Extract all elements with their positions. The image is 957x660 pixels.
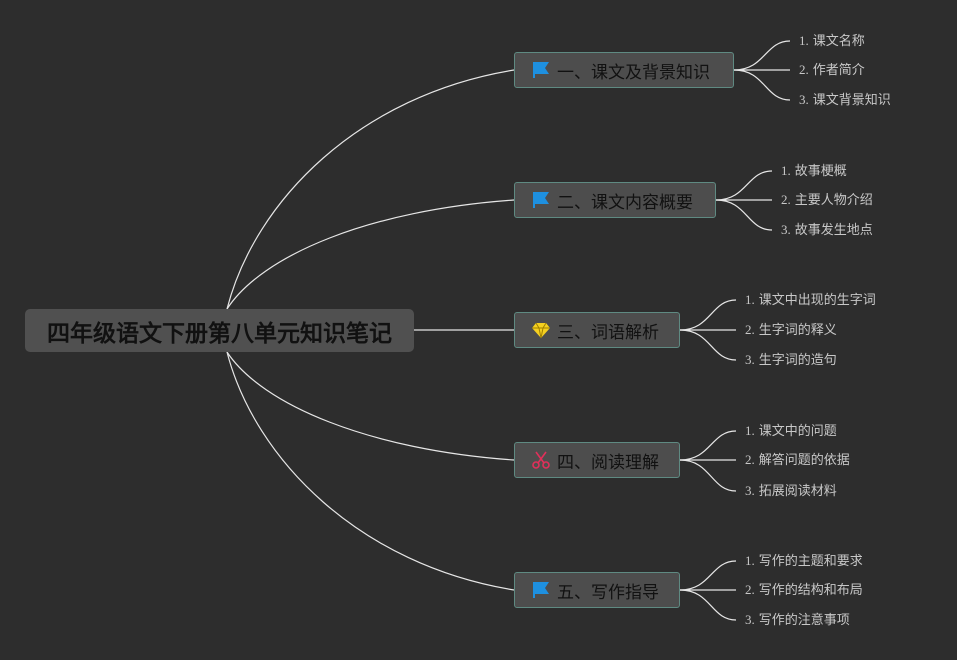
leaf-number: 1. — [781, 163, 791, 178]
leaf-label: 生字词的造句 — [758, 352, 837, 367]
leaf-item[interactable]: 3.拓展阅读材料 — [745, 483, 837, 499]
leaf-number: 2. — [799, 62, 809, 77]
branch-topic-4[interactable]: 四、阅读理解 — [514, 442, 680, 478]
leaf-item[interactable]: 1.课文中的问题 — [745, 423, 837, 439]
leaf-label: 主要人物介绍 — [794, 192, 873, 207]
connector-b1-leaf-1 — [733, 40, 791, 71]
leaf-number: 1. — [745, 423, 755, 438]
leaf-item[interactable]: 2.作者简介 — [799, 62, 865, 78]
connector-b2-leaf-1 — [715, 170, 773, 201]
branch-topic-5[interactable]: 五、写作指导 — [514, 572, 680, 608]
leaf-item[interactable]: 3.生字词的造句 — [745, 352, 837, 368]
leaf-label: 写作的主题和要求 — [758, 553, 863, 568]
leaf-number: 3. — [745, 352, 755, 367]
leaf-number: 1. — [745, 553, 755, 568]
connector-b5-leaf-1 — [679, 560, 737, 591]
connector-b4-leaf-3 — [679, 459, 737, 492]
leaf-item[interactable]: 2.解答问题的依据 — [745, 452, 850, 468]
leaf-item[interactable]: 2.主要人物介绍 — [781, 192, 873, 208]
leaf-number: 2. — [745, 452, 755, 467]
branch-topic-1[interactable]: 一、课文及背景知识 — [514, 52, 734, 88]
leaf-number: 2. — [745, 322, 755, 337]
leaf-number: 3. — [745, 483, 755, 498]
leaf-item[interactable]: 3.故事发生地点 — [781, 222, 873, 238]
connector-b4-leaf-1 — [679, 430, 737, 461]
diamond-icon — [531, 320, 551, 340]
leaf-label: 拓展阅读材料 — [758, 483, 837, 498]
scissors-icon — [531, 450, 551, 470]
flag-icon — [531, 60, 551, 80]
leaf-number: 2. — [781, 192, 791, 207]
leaf-item[interactable]: 1.故事梗概 — [781, 163, 847, 179]
leaf-label: 课文中的问题 — [758, 423, 837, 438]
connector-root-branch-5 — [226, 351, 515, 591]
branch-title: 五、写作指导 — [557, 582, 659, 603]
leaf-item[interactable]: 3.写作的注意事项 — [745, 612, 850, 628]
branch-topic-3[interactable]: 三、词语解析 — [514, 312, 680, 348]
leaf-item[interactable]: 1.课文名称 — [799, 33, 865, 49]
connector-b5-leaf-3 — [679, 589, 737, 621]
leaf-number: 2. — [745, 582, 755, 597]
connector-root-branch-4 — [226, 351, 515, 461]
leaf-label: 课文名称 — [812, 33, 865, 48]
leaf-label: 故事梗概 — [794, 163, 847, 178]
branch-title: 一、课文及背景知识 — [557, 62, 710, 83]
leaf-number: 3. — [781, 222, 791, 237]
connector-b3-leaf-3 — [679, 329, 737, 361]
root-title: 四年级语文下册第八单元知识笔记 — [47, 320, 392, 347]
branch-title: 三、词语解析 — [557, 322, 659, 343]
leaf-item[interactable]: 2.写作的结构和布局 — [745, 582, 863, 598]
leaf-number: 1. — [799, 33, 809, 48]
connector-b3-leaf-1 — [679, 299, 737, 331]
leaf-label: 作者简介 — [812, 62, 865, 77]
branch-title: 四、阅读理解 — [557, 452, 659, 473]
branch-title: 二、课文内容概要 — [557, 192, 693, 213]
flag-icon — [531, 190, 551, 210]
leaf-label: 生字词的释义 — [758, 322, 837, 337]
leaf-number: 3. — [745, 612, 755, 627]
connector-root-branch-2 — [226, 199, 515, 310]
leaf-label: 课文中出现的生字词 — [758, 292, 876, 307]
leaf-label: 课文背景知识 — [812, 92, 891, 107]
leaf-item[interactable]: 2.生字词的释义 — [745, 322, 837, 338]
connector-b2-leaf-3 — [715, 199, 773, 231]
connector-b1-leaf-3 — [733, 69, 791, 101]
leaf-item[interactable]: 1.课文中出现的生字词 — [745, 292, 876, 308]
branch-topic-2[interactable]: 二、课文内容概要 — [514, 182, 716, 218]
leaf-label: 解答问题的依据 — [758, 452, 850, 467]
leaf-item[interactable]: 1.写作的主题和要求 — [745, 553, 863, 569]
leaf-label: 写作的注意事项 — [758, 612, 850, 627]
flag-icon — [531, 580, 551, 600]
root-topic[interactable]: 四年级语文下册第八单元知识笔记 — [25, 309, 414, 352]
leaf-label: 故事发生地点 — [794, 222, 873, 237]
leaf-number: 3. — [799, 92, 809, 107]
leaf-label: 写作的结构和布局 — [758, 582, 863, 597]
leaf-number: 1. — [745, 292, 755, 307]
leaf-item[interactable]: 3.课文背景知识 — [799, 92, 891, 108]
connector-root-branch-1 — [226, 69, 515, 310]
